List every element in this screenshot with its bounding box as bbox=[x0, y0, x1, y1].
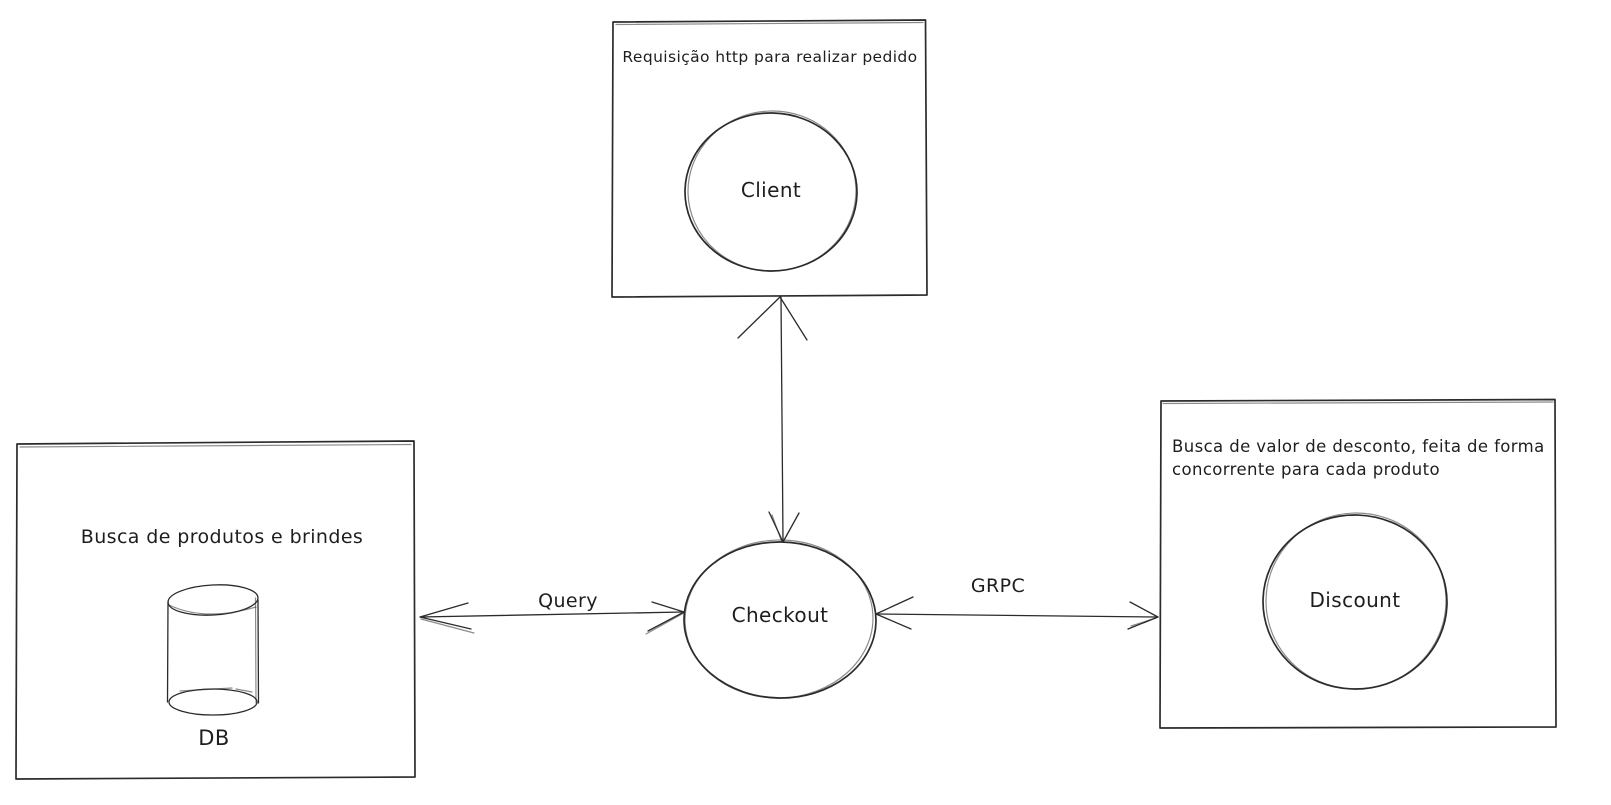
arrow-query-line bbox=[419, 611, 685, 618]
arrow-query-head-left-doubled bbox=[420, 618, 475, 634]
discount-node-label[interactable]: Discount bbox=[1309, 588, 1401, 612]
arrow-client-checkout-head-up bbox=[737, 296, 808, 341]
client-node-label[interactable]: Client bbox=[740, 178, 802, 202]
database-cylinder-top bbox=[167, 584, 259, 616]
client-request-box-doubled-edge bbox=[615, 21, 924, 26]
checkout-node-label[interactable]: Checkout bbox=[731, 603, 829, 627]
client-request-box-outline bbox=[611, 19, 928, 298]
discount-search-note-line-1: Busca de valor de desconto, feita de for… bbox=[1172, 437, 1545, 456]
products-search-box[interactable] bbox=[15, 440, 416, 780]
database-cylinder-top-doubled bbox=[168, 604, 257, 615]
database-cylinder-bottom bbox=[168, 688, 258, 716]
discount-search-box-outline bbox=[1159, 398, 1557, 729]
query-edge-label[interactable]: Query bbox=[538, 590, 598, 612]
client-request-box[interactable] bbox=[611, 19, 928, 298]
arrow-client-checkout[interactable] bbox=[737, 296, 808, 543]
discount-circle[interactable] bbox=[1260, 510, 1450, 692]
discount-search-box[interactable] bbox=[1159, 398, 1557, 729]
checkout-circle-doubled-outline bbox=[684, 539, 874, 699]
arrow-client-checkout-head-doubled bbox=[771, 514, 783, 542]
checkout-circle[interactable] bbox=[682, 537, 877, 701]
discount-search-box-doubled-edge bbox=[1162, 401, 1554, 405]
products-search-box-doubled-edge bbox=[19, 443, 412, 448]
arrow-query-head-left bbox=[419, 602, 472, 630]
grpc-edge-label[interactable]: GRPC bbox=[970, 575, 1026, 597]
database-cylinder[interactable] bbox=[166, 583, 260, 716]
arrow-grpc-head-left bbox=[875, 596, 914, 630]
client-circle[interactable] bbox=[684, 108, 859, 274]
discount-circle-doubled-outline bbox=[1265, 512, 1447, 690]
client-request-note[interactable]: Requisição http para realizar pedido bbox=[622, 48, 918, 66]
arrow-query-head-right bbox=[647, 601, 685, 632]
products-search-note[interactable]: Busca de produtos e brindes bbox=[80, 526, 364, 548]
client-circle-doubled-outline bbox=[687, 110, 857, 272]
database-cylinder-right-side bbox=[257, 599, 260, 704]
discount-search-note[interactable]: Busca de valor de desconto, feita de for… bbox=[1172, 435, 1545, 481]
discount-search-note-line-2: concorrente para cada produto bbox=[1172, 460, 1441, 479]
arrow-client-checkout-head-down bbox=[768, 511, 800, 543]
arrow-grpc[interactable] bbox=[875, 596, 1159, 630]
database-cylinder-doubled-side bbox=[254, 597, 257, 704]
arrow-query[interactable] bbox=[419, 601, 685, 635]
arrow-query-head-right-doubled bbox=[645, 612, 684, 635]
db-node-label[interactable]: DB bbox=[198, 726, 230, 750]
arrow-grpc-head-right-doubled bbox=[1130, 617, 1157, 627]
arrow-client-checkout-line bbox=[780, 296, 784, 541]
products-search-box-outline bbox=[15, 440, 416, 780]
arrow-grpc-line bbox=[875, 613, 1159, 618]
database-cylinder-left-side bbox=[166, 601, 169, 703]
database-cylinder-bottom-doubled bbox=[179, 687, 253, 693]
